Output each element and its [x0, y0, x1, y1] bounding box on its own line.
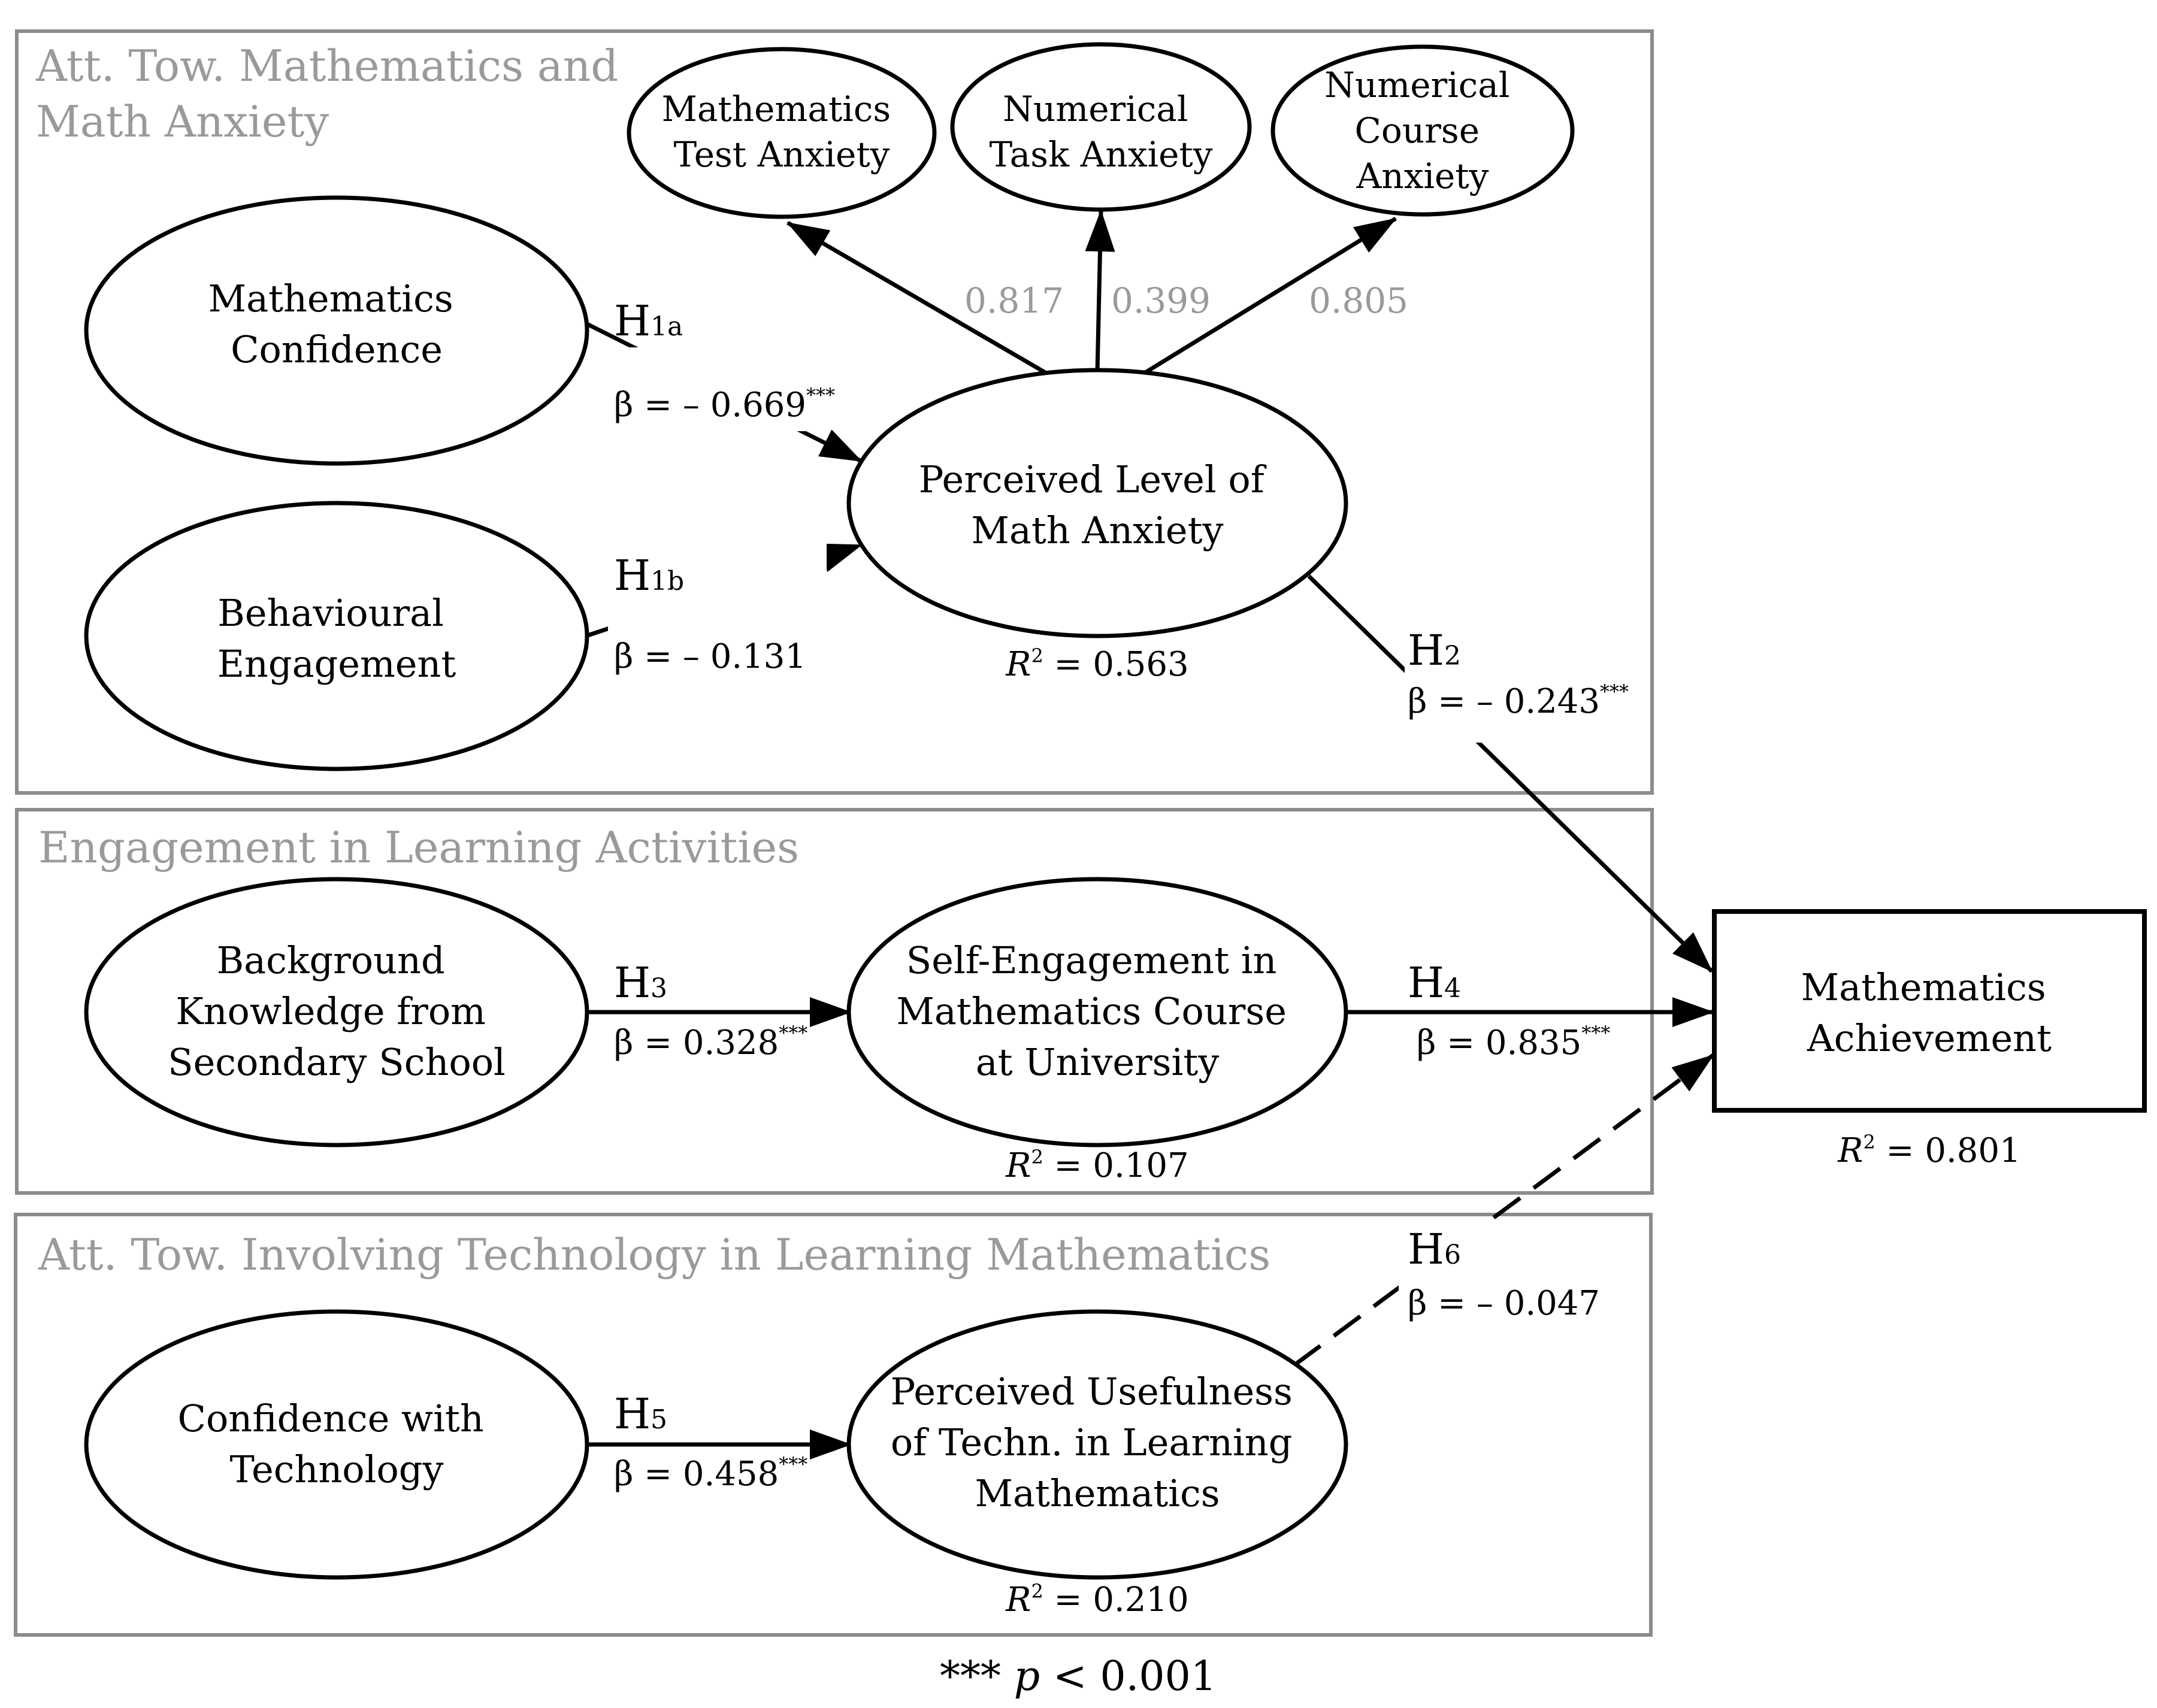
path-h1b-label: H1b — [614, 551, 684, 600]
group-title-technology: Att. Tow. Involving Technology in Learni… — [38, 1229, 1270, 1280]
path-h5-label: H5 — [614, 1389, 667, 1439]
node-perceived-math-anxiety-label: Perceived Level of Math Anxiety — [919, 458, 1276, 552]
path-h6-label: H6 — [1408, 1225, 1461, 1274]
path-h6-arrow — [1292, 1053, 1715, 1367]
node-perceived-usefulness-label: Perceived Usefulness of Techn. in Learni… — [890, 1370, 1304, 1515]
path-h5-beta: β = 0.458*** — [614, 1453, 807, 1494]
group-box-engagement — [15, 808, 1654, 1195]
node-confidence-technology — [84, 1309, 589, 1580]
path-h3-label: H3 — [614, 958, 667, 1007]
loading-test-anxiety: 0.817 — [964, 280, 1064, 321]
group-title-engagement: Engagement in Learning Activities — [38, 822, 799, 873]
path-h2-beta: β = – 0.243*** — [1408, 680, 1629, 721]
loading-task-anxiety: 0.399 — [1111, 280, 1211, 321]
node-self-engagement-label: Self-Engagement in Mathematics Course at… — [896, 938, 1298, 1084]
node-perceived-math-anxiety — [846, 368, 1348, 638]
node-background-knowledge-label: Background Knowledge from Secondary Scho… — [168, 938, 506, 1084]
loading-arrow-course-anxiety — [1144, 217, 1397, 374]
path-h3-beta: β = 0.328*** — [614, 1022, 807, 1062]
node-perceived-usefulness — [846, 1309, 1348, 1580]
path-h1a-beta: β = – 0.669*** — [614, 384, 835, 425]
node-self-engagement — [846, 877, 1348, 1147]
group-title-anxiety-line2: Math Anxiety — [36, 96, 329, 147]
loading-course-anxiety: 0.805 — [1309, 280, 1408, 321]
r2-math-achievement: R2 = 0.801 — [1837, 1131, 2020, 1170]
loading-arrow-test-anxiety — [786, 220, 1046, 375]
path-h4-beta: β = 0.835*** — [1417, 1022, 1610, 1062]
group-box-technology — [14, 1213, 1653, 1637]
node-math-achievement-label: Mathematics Achievement — [1801, 965, 2058, 1060]
group-title-anxiety-line1: Att. Tow. Mathematics and — [35, 41, 618, 91]
node-confidence-technology-label: Confidence with Technology — [178, 1397, 496, 1491]
r2-self-engagement: R2 = 0.107 — [1005, 1146, 1188, 1185]
path-h1a-label: H1a — [614, 296, 683, 346]
significance-footnote: *** p < 0.001 — [940, 1653, 1217, 1700]
node-numerical-task-anxiety-label: Numerical Task Anxiety — [989, 89, 1212, 175]
node-numerical-course-anxiety — [1270, 44, 1575, 217]
group-box-anxiety — [15, 29, 1654, 795]
loading-arrow-task-anxiety — [1085, 210, 1115, 372]
node-behavioural-engagement — [84, 501, 589, 771]
node-behavioural-engagement-label: Behavioural Engagement — [217, 591, 456, 686]
node-background-knowledge — [84, 877, 589, 1147]
path-h2-arrow — [1307, 574, 1714, 973]
r2-perceived-usefulness: R2 = 0.210 — [1005, 1580, 1188, 1619]
r2-perceived-math-anxiety: R2 = 0.563 — [1005, 644, 1188, 684]
path-h1b-beta: β = – 0.131 — [614, 637, 806, 676]
path-h6-beta: β = – 0.047 — [1408, 1284, 1600, 1323]
node-math-test-anxiety — [627, 47, 937, 219]
node-math-confidence-label: Mathematics Confidence — [208, 277, 465, 371]
path-h4-label: H4 — [1408, 958, 1461, 1007]
node-math-confidence — [84, 195, 589, 466]
node-numerical-task-anxiety — [950, 42, 1252, 212]
node-math-test-anxiety-label: Mathematics Test Anxiety — [661, 89, 901, 175]
node-numerical-course-anxiety-label: Numerical Course Anxiety — [1324, 65, 1521, 196]
node-math-achievement — [1712, 909, 2147, 1113]
path-h2-label: H2 — [1408, 626, 1461, 675]
